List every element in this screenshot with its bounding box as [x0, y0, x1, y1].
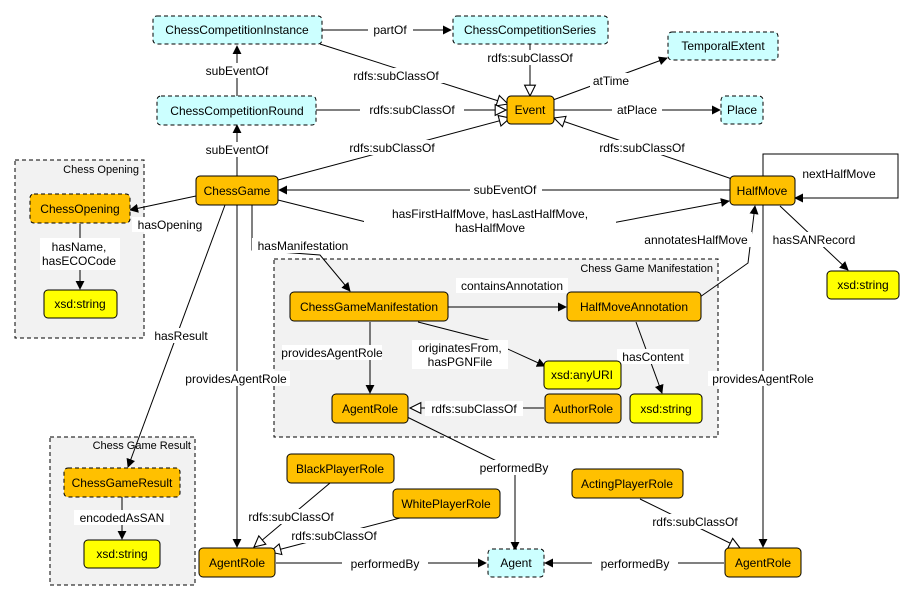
label-subclass-black: rdfs:subClassOf: [248, 510, 334, 524]
label-has-opening: hasOpening: [138, 218, 203, 232]
node-white-player-role: WhitePlayerRole: [392, 488, 501, 519]
group-chess-opening-label: Chess Opening: [63, 164, 139, 176]
node-agent-role-inner: AgentRole: [331, 393, 409, 424]
svg-text:HalfMoveAnnotation: HalfMoveAnnotation: [580, 300, 688, 314]
edge-labels: partOf rdfs:subClassOf rdfs:subClassOf a…: [40, 22, 883, 571]
label-subclass-series: rdfs:subClassOf: [487, 51, 573, 65]
label-provides-agent-role-right: providesAgentRole: [712, 372, 814, 386]
node-acting-player-role: ActingPlayerRole: [571, 468, 684, 499]
svg-text:ChessCompetitionRound: ChessCompetitionRound: [170, 104, 303, 118]
label-has-name-2: hasECOCode: [42, 254, 116, 268]
node-half-move-annotation: HalfMoveAnnotation: [566, 291, 702, 322]
label-performed-by-left: performedBy: [351, 557, 420, 571]
label-subclass-acting: rdfs:subClassOf: [652, 515, 738, 529]
label-provides-agent-role-inner: providesAgentRole: [281, 346, 383, 360]
label-next-half-move: nextHalfMove: [802, 167, 876, 181]
edge-has-opening: [129, 195, 197, 213]
label-has-result: hasResult: [154, 329, 208, 343]
edge-next-half-move: [762, 153, 899, 203]
label-performed-by-inner: performedBy: [480, 461, 549, 475]
svg-text:WhitePlayerRole: WhitePlayerRole: [401, 497, 491, 511]
group-chess-game-manifestation-label: Chess Game Manifestation: [580, 263, 713, 275]
svg-text:Agent: Agent: [500, 556, 532, 570]
svg-text:xsd:anyURI: xsd:anyURI: [551, 368, 613, 382]
svg-text:ChessGameManifestation: ChessGameManifestation: [300, 300, 438, 314]
svg-text:ChessOpening: ChessOpening: [40, 202, 119, 216]
node-black-player-role: BlackPlayerRole: [286, 453, 395, 484]
label-part-of: partOf: [373, 23, 407, 37]
node-opening-string: xsd:string: [43, 289, 118, 319]
label-subclass-round: rdfs:subClassOf: [369, 103, 455, 117]
svg-text:ChessCompetitionSeries: ChessCompetitionSeries: [464, 23, 596, 37]
label-subclass-white: rdfs:subClassOf: [291, 529, 377, 543]
node-chess-game: ChessGame: [195, 175, 279, 206]
label-subclass-instance: rdfs:subClassOf: [353, 69, 439, 83]
node-agent-role-right: AgentRole: [724, 547, 802, 578]
svg-text:xsd:string: xsd:string: [54, 297, 105, 311]
svg-text:ChessCompetitionInstance: ChessCompetitionInstance: [165, 23, 309, 37]
label-has-name-1: hasName,: [52, 240, 107, 254]
group-chess-game-result-label: Chess Game Result: [93, 440, 191, 452]
nodes: ChessCompetitionInstance ChessCompetitio…: [29, 15, 900, 578]
label-at-time: atTime: [593, 74, 630, 88]
node-chess-competition-instance: ChessCompetitionInstance: [152, 15, 323, 45]
svg-text:AgentRole: AgentRole: [209, 556, 265, 570]
node-agent: Agent: [487, 548, 545, 578]
node-chess-game-result: ChessGameResult: [63, 467, 181, 498]
label-subevent-game: subEventOf: [206, 143, 269, 157]
node-event: Event: [506, 95, 555, 125]
label-has-content: hasContent: [622, 350, 684, 364]
svg-text:AuthorRole: AuthorRole: [553, 402, 613, 416]
label-at-place: atPlace: [617, 103, 657, 117]
svg-text:HalfMove: HalfMove: [737, 184, 788, 198]
label-has-first-half-move-2: hasHalfMove: [455, 221, 525, 235]
label-contains-annotation: containsAnnotation: [461, 279, 563, 293]
svg-text:BlackPlayerRole: BlackPlayerRole: [296, 462, 384, 476]
svg-text:ChessGame: ChessGame: [204, 184, 271, 198]
node-agent-role-left: AgentRole: [198, 547, 276, 578]
label-subclass-halfmove: rdfs:subClassOf: [599, 141, 685, 155]
node-content-string: xsd:string: [629, 393, 703, 424]
node-chess-game-manifestation: ChessGameManifestation: [289, 291, 449, 322]
node-author-role: AuthorRole: [544, 393, 622, 424]
label-subevent-halfmove: subEventOf: [474, 183, 537, 197]
svg-text:xsd:string: xsd:string: [96, 547, 147, 561]
svg-text:AgentRole: AgentRole: [735, 556, 791, 570]
svg-text:AgentRole: AgentRole: [342, 402, 398, 416]
svg-text:Event: Event: [515, 103, 546, 117]
label-provides-agent-role-left: providesAgentRole: [185, 372, 287, 386]
label-has-first-half-move-1: hasFirstHalfMove, hasLastHalfMove,: [392, 207, 588, 221]
label-originates-from-2: hasPGNFile: [428, 355, 493, 369]
svg-text:xsd:string: xsd:string: [837, 278, 888, 292]
node-any-uri: xsd:anyURI: [543, 360, 622, 390]
label-subclass-game: rdfs:subClassOf: [349, 141, 435, 155]
label-subclass-author: rdfs:subClassOf: [431, 402, 517, 416]
svg-text:xsd:string: xsd:string: [640, 402, 691, 416]
label-has-manifestation: hasManifestation: [258, 239, 349, 253]
node-chess-opening: ChessOpening: [29, 193, 131, 224]
svg-text:ChessGameResult: ChessGameResult: [72, 476, 173, 490]
label-subevent-round: subEventOf: [206, 64, 269, 78]
node-temporal-extent: TemporalExtent: [667, 31, 779, 61]
label-originates-from-1: originatesFrom,: [418, 341, 501, 355]
label-annotates-half-move: annotatesHalfMove: [644, 233, 748, 247]
svg-text:Place: Place: [727, 103, 757, 117]
label-performed-by-right: performedBy: [601, 557, 670, 571]
node-place: Place: [720, 95, 764, 125]
node-result-string: xsd:string: [83, 539, 161, 569]
svg-text:ActingPlayerRole: ActingPlayerRole: [581, 477, 673, 491]
label-has-san-record: hasSANRecord: [773, 233, 856, 247]
node-san-string: xsd:string: [826, 270, 900, 300]
node-chess-competition-series: ChessCompetitionSeries: [452, 15, 609, 45]
node-chess-competition-round: ChessCompetitionRound: [156, 95, 317, 126]
node-half-move: HalfMove: [729, 175, 796, 206]
svg-text:TemporalExtent: TemporalExtent: [681, 39, 765, 53]
label-encoded-as-san: encodedAsSAN: [80, 511, 165, 525]
edge-annotates-half-move: [699, 205, 759, 298]
